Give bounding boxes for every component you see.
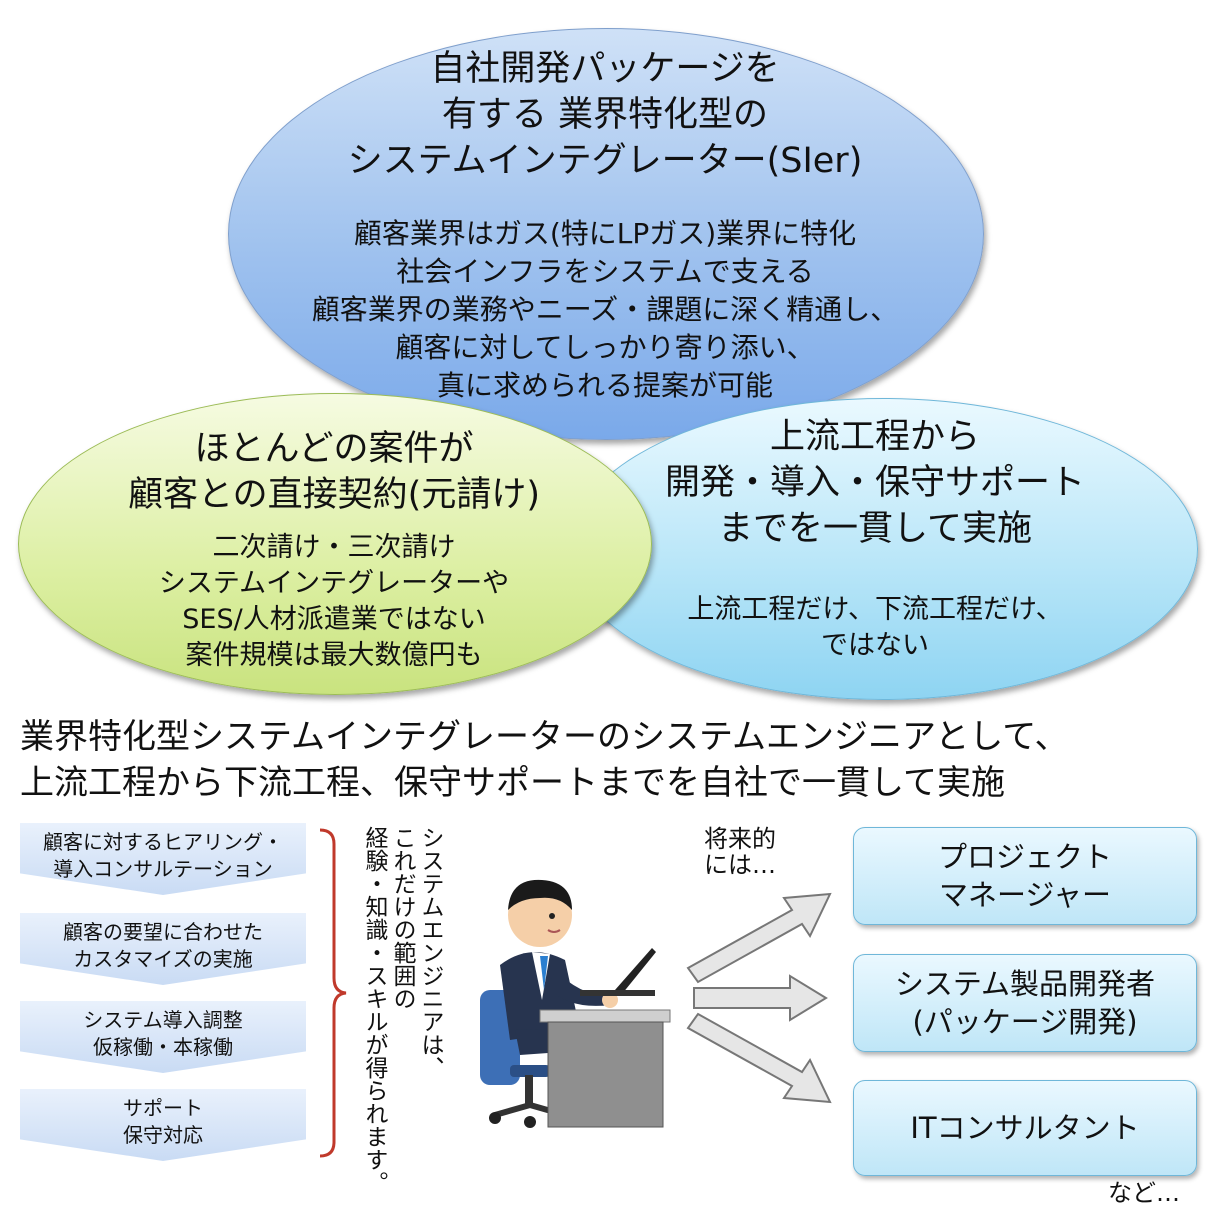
future-label-line: には… — [704, 851, 776, 879]
headline: 業界特化型システムインテグレーターのシステムエンジニアとして、 上流工程から下流… — [20, 714, 1200, 806]
right-title-line: 開発・導入・保守サポート — [664, 463, 1085, 503]
step-deployment: システム導入調整 仮稼働・本稼働 — [20, 1001, 306, 1073]
right-ellipse-body: 上流工程だけ、下流工程だけ、 ではない — [640, 592, 1110, 664]
step-label: カスタマイズの実施 — [73, 947, 253, 971]
arrow-down-icon — [686, 1012, 832, 1104]
top-body-line: 顧客に対してしっかり寄り添い、 — [395, 331, 815, 364]
right-title-line: 上流工程から — [769, 417, 980, 457]
step-label: システム導入調整 — [83, 1008, 243, 1032]
top-body-line: 社会インフラをシステムで支える — [396, 255, 814, 288]
arrow-right-icon — [693, 974, 828, 1022]
vertical-line: システムエンジニアは、 — [417, 826, 443, 1079]
right-body-line: 上流工程だけ、下流工程だけ、 — [687, 594, 1063, 625]
future-label-line: 将来的 — [704, 825, 776, 853]
top-ellipse-body: 顧客業界はガス(特にLPガス)業界に特化 社会インフラをシステムで支える 顧客業… — [228, 215, 982, 405]
top-body-line: 顧客業界はガス(特にLPガス)業界に特化 — [353, 217, 857, 250]
right-ellipse — [568, 398, 1198, 700]
career-label: システム製品開発者 — [894, 967, 1156, 1001]
headline-line: 上流工程から下流工程、保守サポートまでを自社で一貫して実施 — [20, 763, 1005, 803]
step-label: サポート — [123, 1096, 203, 1120]
bracket-icon — [319, 828, 347, 1158]
step-label: 顧客の要望に合わせた — [63, 920, 263, 944]
step-label: 顧客に対するヒアリング・ — [43, 830, 283, 854]
career-product-developer: システム製品開発者 (パッケージ開発) — [853, 954, 1197, 1052]
left-ellipse-body: 二次請け・三次請け システムインテグレーターや SES/人材派遣業ではない 案件… — [18, 530, 650, 674]
right-title-line: までを一貫して実施 — [718, 509, 1032, 549]
top-ellipse — [228, 28, 984, 440]
step-label: 仮稼働・本稼働 — [93, 1035, 233, 1059]
left-ellipse-title: ほとんどの案件が 顧客との直接契約(元請け) — [18, 426, 650, 518]
left-title-line: ほとんどの案件が — [194, 429, 474, 469]
top-title-line: システムインテグレーター(SIer) — [347, 141, 863, 181]
left-ellipse — [18, 393, 652, 695]
career-label: プロジェクト — [937, 840, 1112, 874]
left-body-line: システムインテグレーターや — [158, 568, 510, 599]
etc-label: など… — [1108, 1179, 1180, 1207]
step-support: サポート 保守対応 — [20, 1089, 306, 1161]
top-body-line: 顧客業界の業務やニーズ・課題に深く精通し、 — [311, 293, 899, 326]
left-body-line: 案件規模は最大数億円も — [185, 640, 483, 671]
engineer-at-desk-icon — [480, 879, 671, 1128]
left-title-line: 顧客との直接契約(元請け) — [128, 475, 540, 515]
career-label: ITコンサルタント — [910, 1111, 1140, 1145]
left-body-line: 二次請け・三次請け — [212, 532, 456, 563]
vertical-caption: システムエンジニアは、 これだけの範囲の 経験・知識・スキルが得られます。 — [360, 826, 444, 1206]
step-customize: 顧客の要望に合わせた カスタマイズの実施 — [20, 913, 306, 985]
career-label: (パッケージ開発) — [912, 1005, 1138, 1039]
arrow-up-icon — [686, 892, 832, 984]
right-ellipse-title: 上流工程から 開発・導入・保守サポート までを一貫して実施 — [640, 414, 1110, 552]
career-label: マネージャー — [939, 878, 1111, 912]
step-hearing: 顧客に対するヒアリング・ 導入コンサルテーション — [20, 823, 306, 895]
top-ellipse-title: 自社開発パッケージを 有する 業界特化型の システムインテグレーター(SIer) — [228, 46, 982, 184]
top-title-line: 有する 業界特化型の — [441, 95, 769, 135]
left-body-line: SES/人材派遣業ではない — [182, 604, 486, 635]
career-it-consultant: ITコンサルタント — [853, 1080, 1197, 1176]
vertical-line: 経験・知識・スキルが得られます。 — [361, 826, 387, 1194]
future-label: 将来的 には… — [700, 826, 780, 878]
career-arrows — [686, 892, 832, 1104]
vertical-line: これだけの範囲の — [389, 826, 415, 1010]
step-label: 導入コンサルテーション — [53, 857, 273, 881]
headline-line: 業界特化型システムインテグレーターのシステムエンジニアとして、 — [20, 717, 1069, 757]
right-body-line: ではない — [821, 630, 929, 661]
top-title-line: 自社開発パッケージを — [430, 49, 780, 89]
top-body-line: 真に求められる提案が可能 — [436, 369, 773, 402]
step-label: 保守対応 — [123, 1123, 203, 1147]
career-project-manager: プロジェクト マネージャー — [853, 827, 1197, 925]
